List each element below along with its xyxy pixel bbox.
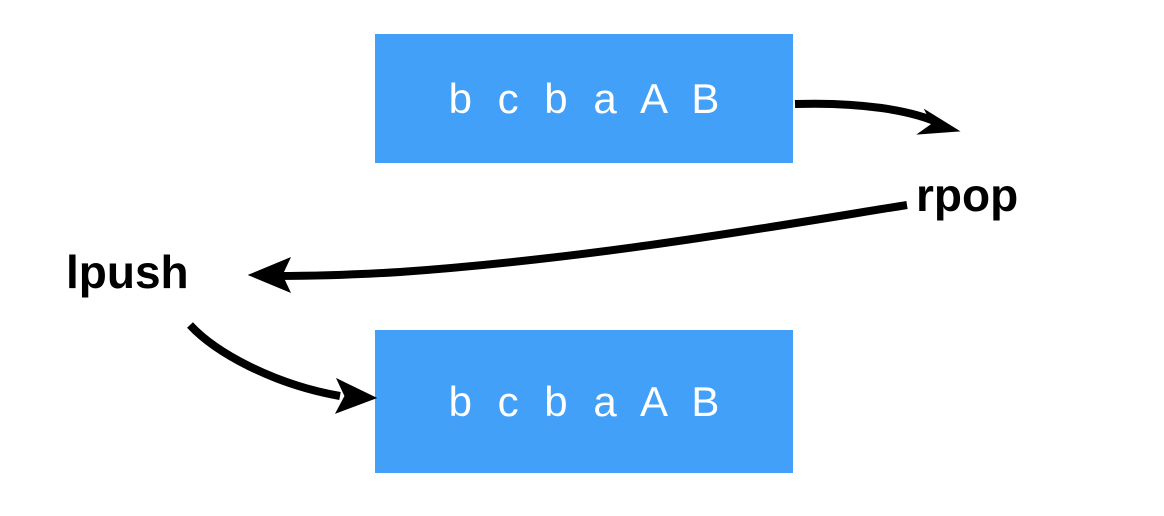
list-box-bottom: b c b a A B <box>375 330 793 473</box>
arrow-rpop-to-lpush-icon <box>247 201 908 293</box>
list-box-top: b c b a A B <box>375 34 793 163</box>
rpop-label: rpop <box>916 169 1019 221</box>
list-box-top-text: b c b a A B <box>448 74 727 122</box>
lpush-label: lpush <box>66 246 189 298</box>
arrow-lpush-in-icon <box>187 322 378 414</box>
arrow-rpop-out-icon <box>794 99 961 135</box>
list-box-bottom-text: b c b a A B <box>448 377 727 425</box>
